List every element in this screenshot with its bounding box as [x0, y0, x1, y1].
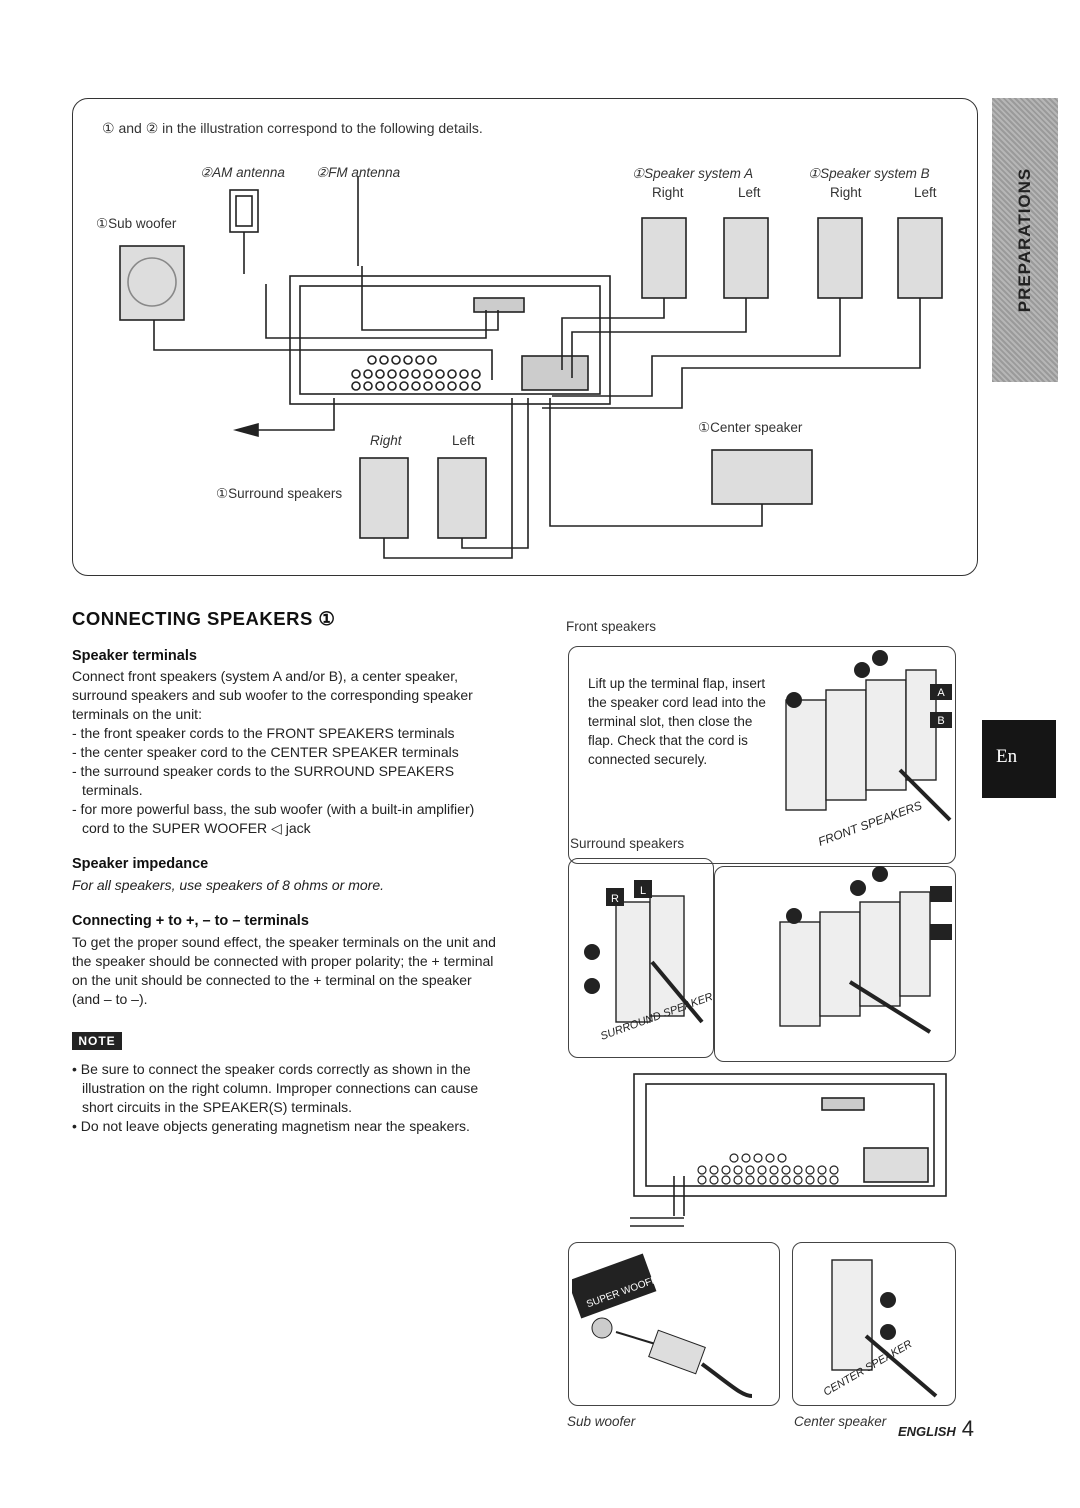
- speaker-b-left: [897, 217, 943, 299]
- front-terminal-closed-drawing: [779, 866, 952, 1034]
- list-item: - the front speaker cords to the FRONT S…: [72, 725, 455, 741]
- speaker-impedance-text: For all speakers, use speakers of 8 ohms…: [72, 877, 385, 893]
- footer-language: ENGLISH: [898, 1424, 956, 1439]
- speaker-impedance-heading: Speaker impedance: [72, 856, 209, 872]
- speaker-a-left-label: Left: [738, 185, 761, 200]
- speaker-terminals-heading: Speaker terminals: [72, 648, 197, 664]
- preparations-tab-label: PREPARATIONS: [1015, 167, 1034, 313]
- center-speaker-box: [711, 449, 813, 505]
- sub-woofer-caption: Sub woofer: [567, 1414, 636, 1429]
- center-speaker-caption: Center speaker: [794, 1414, 887, 1429]
- surround-speaker-left: [437, 457, 487, 539]
- note-list: • Be sure to connect the speaker cords c…: [72, 1060, 502, 1136]
- terminal-instruction: Lift up the terminal flap, insert the sp…: [588, 676, 766, 767]
- surround-speakers-label: ①Surround speakers: [216, 486, 343, 501]
- label-r: R: [611, 893, 619, 905]
- front-terminal-drawing: A B FRONT SPEAKERS: [785, 650, 952, 849]
- front-speakers-mark: FRONT SPEAKERS: [816, 798, 924, 849]
- surround-speaker-right: [359, 457, 409, 539]
- speaker-a-right-label: Right: [652, 185, 684, 200]
- receiver-rear-drawing: [630, 1073, 947, 1227]
- label-b: B: [937, 715, 944, 727]
- speaker-a-right: [641, 217, 687, 299]
- connection-diagram-frame: [72, 98, 978, 576]
- fm-antenna-label: ②FM antenna: [316, 165, 401, 180]
- am-antenna-label: ②AM antenna: [200, 165, 285, 180]
- polarity-heading: Connecting + to +, – to – terminals: [72, 913, 309, 929]
- front-speakers-caption: Front speakers: [566, 619, 657, 634]
- center-speaker-label: ①Center speaker: [698, 420, 803, 435]
- label-a: A: [937, 687, 945, 699]
- page-footer: ENGLISH 4: [898, 1416, 974, 1442]
- list-item: - the surround speaker cords to the SURR…: [72, 763, 455, 798]
- list-item: - the center speaker cord to the CENTER …: [72, 744, 459, 760]
- speaker-b-right: [817, 217, 863, 299]
- label-l: L: [640, 885, 646, 897]
- speaker-b-left-label: Left: [914, 185, 937, 200]
- diagram-caption: ① and ② in the illustration correspond t…: [102, 120, 483, 136]
- surround-terminal-inset: [568, 858, 714, 1058]
- note-badge: NOTE: [72, 1032, 122, 1050]
- surround-left-label: Left: [452, 433, 475, 448]
- surround-right-label: Right: [370, 433, 402, 448]
- speaker-system-b-label: ①Speaker system B: [808, 166, 930, 181]
- list-item: • Be sure to connect the speaker cords c…: [72, 1061, 479, 1115]
- section-title: CONNECTING SPEAKERS ①: [72, 608, 336, 629]
- speaker-system-a-label: ①Speaker system A: [632, 166, 754, 181]
- language-tab: En: [982, 720, 1056, 798]
- page-number: 4: [961, 1416, 975, 1441]
- connection-diagram: [119, 176, 943, 559]
- speaker-a-left: [723, 217, 769, 299]
- preparations-tab: PREPARATIONS: [992, 98, 1058, 382]
- surround-speakers-caption: Surround speakers: [570, 836, 685, 851]
- language-tab-label: En: [996, 746, 1018, 767]
- speaker-b-right-label: Right: [830, 185, 862, 200]
- polarity-text: To get the proper sound effect, the spea…: [72, 934, 496, 1007]
- sub-woofer-drawing: SUPER WOOFER◁: [572, 1253, 753, 1398]
- surround-terminal-drawing: R L SURROUND SPEAKERS: [584, 880, 712, 1043]
- center-terminal-inset: [792, 1242, 956, 1406]
- center-terminal-drawing: CENTER SPEAKER: [822, 1259, 938, 1399]
- sub-woofer-inset: [568, 1242, 780, 1406]
- sub-woofer-label: ①Sub woofer: [96, 216, 177, 231]
- speaker-terminals-intro: Connect front speakers (system A and/or …: [72, 668, 473, 722]
- speaker-terminals-list: - the front speaker cords to the FRONT S…: [72, 724, 502, 838]
- front-terminal-inset: [568, 646, 956, 864]
- sub-woofer-box: [119, 245, 185, 321]
- list-item: - for more powerful bass, the sub woofer…: [72, 801, 475, 836]
- front-terminal-closed-inset: [714, 866, 956, 1062]
- list-item: • Do not leave objects generating magnet…: [72, 1118, 470, 1134]
- receiver-unit: [289, 275, 611, 405]
